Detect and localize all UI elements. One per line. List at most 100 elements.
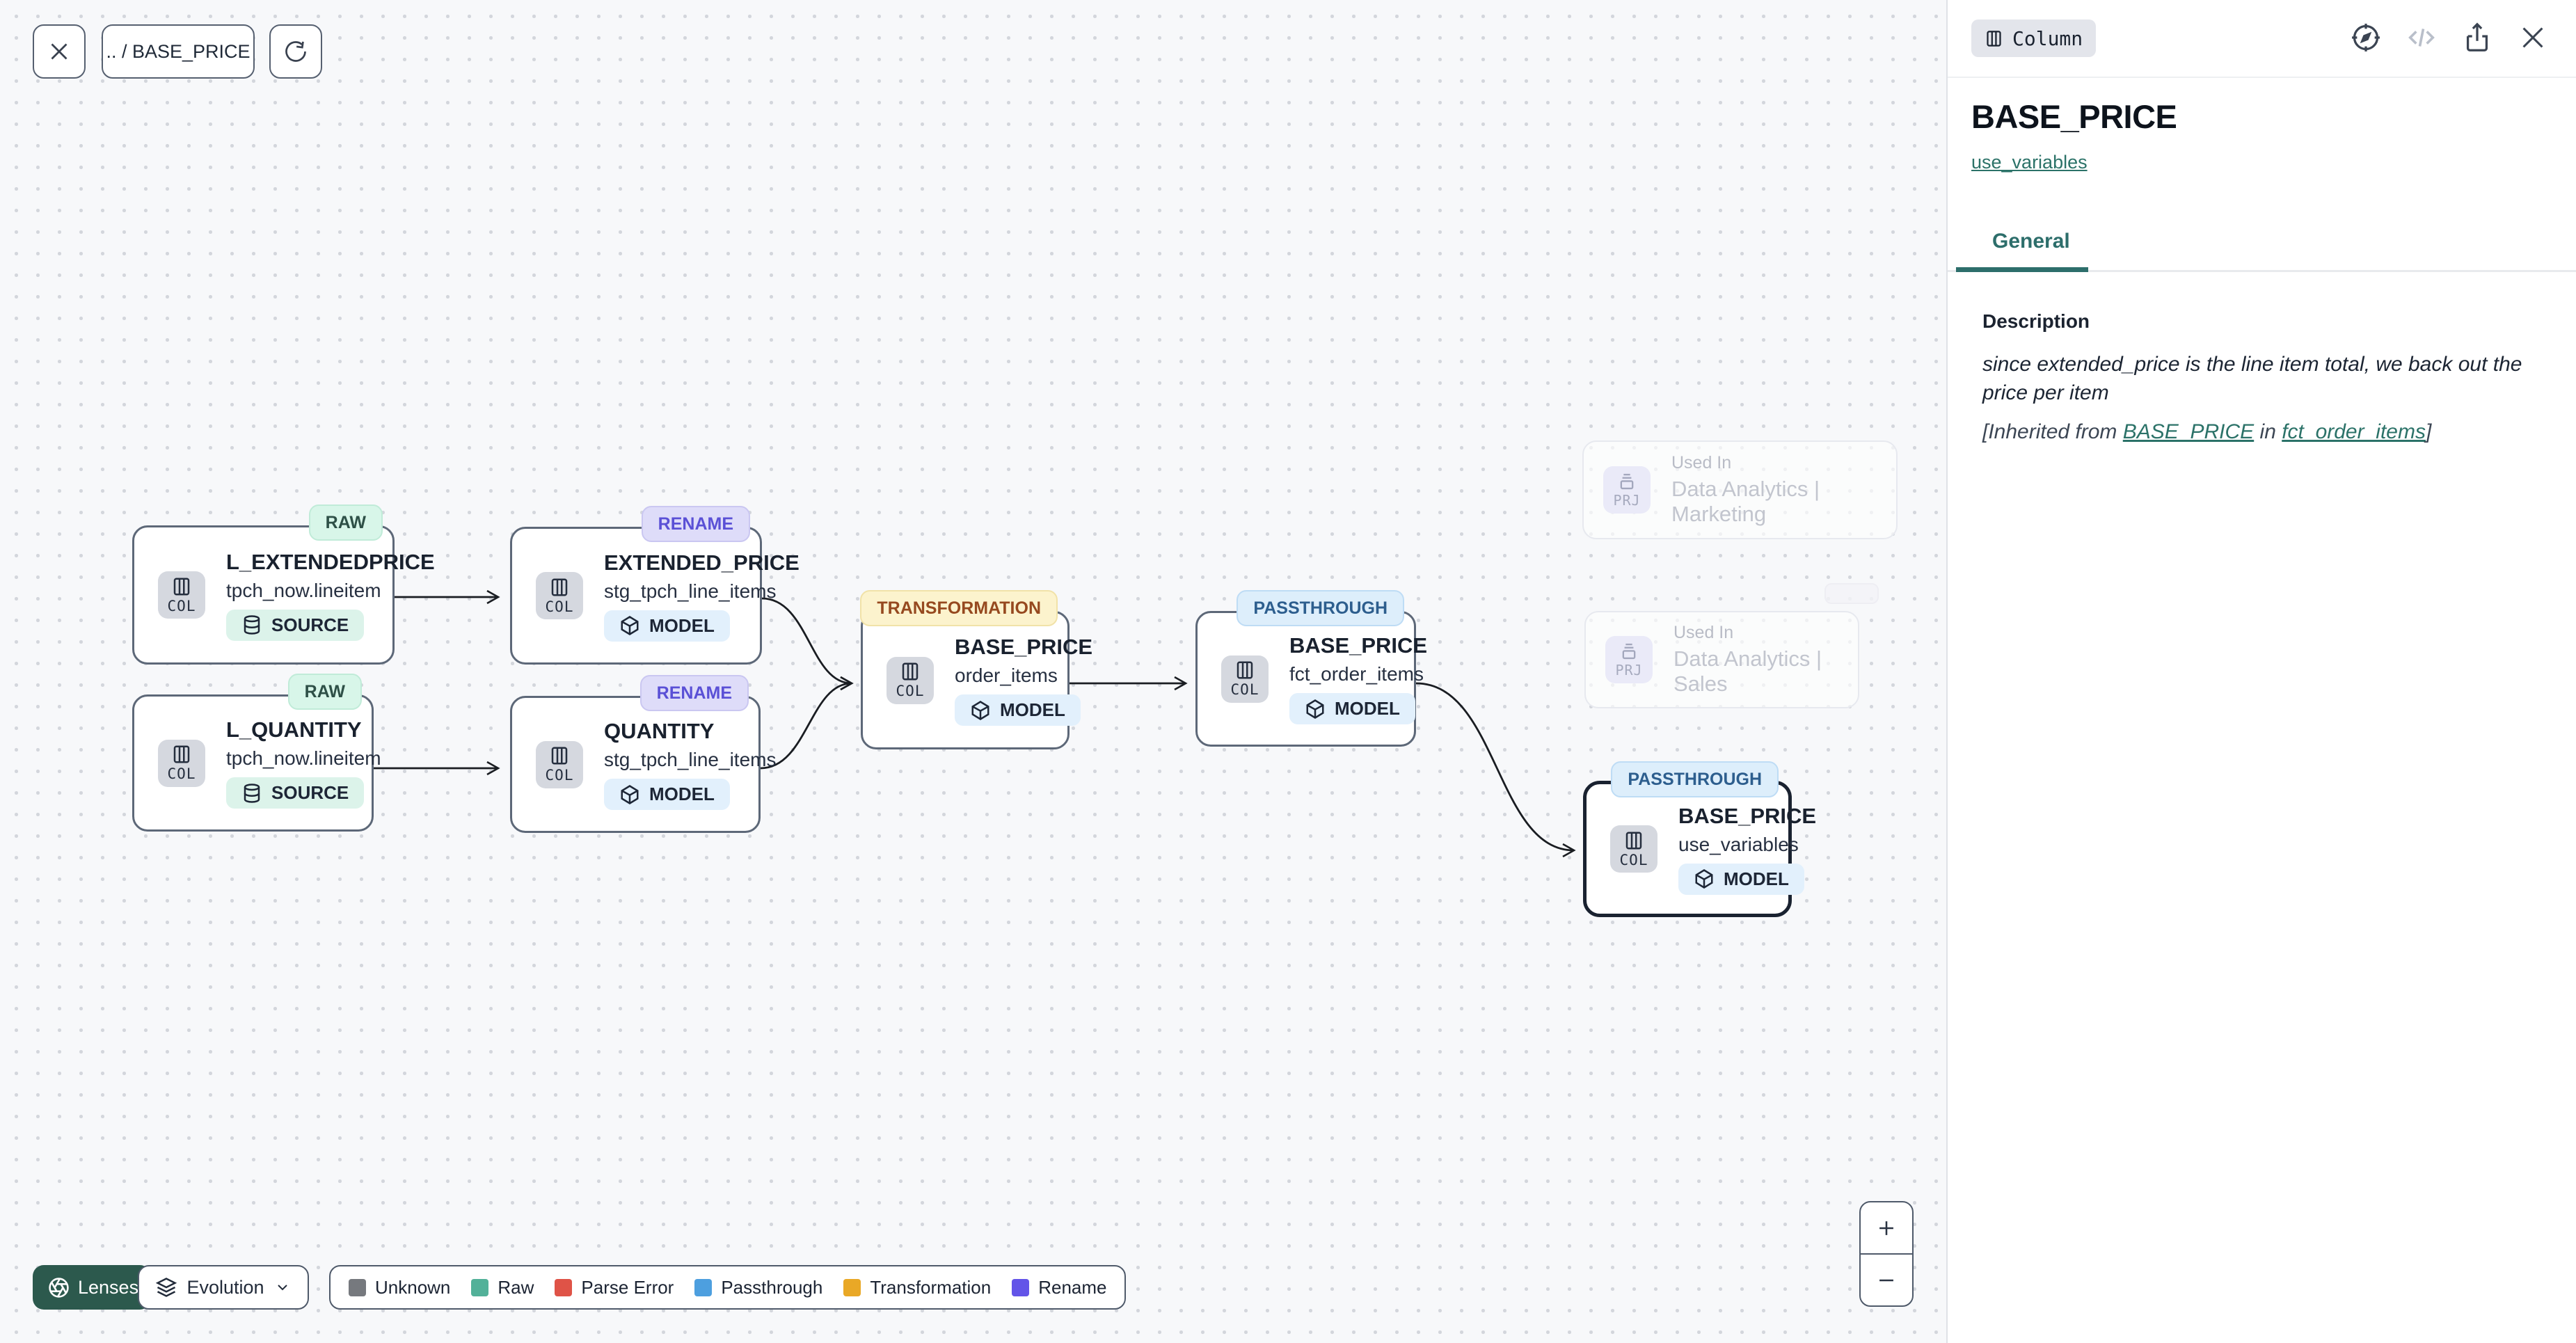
legend-swatch [555, 1278, 573, 1296]
close-icon [2522, 27, 2543, 48]
node-l-extendedprice[interactable]: RAW COL L_EXTENDEDPRICE tpch_now.lineite… [132, 504, 435, 665]
legend-item: Transformation [843, 1277, 991, 1298]
lineage-edges [374, 589, 1576, 858]
node-l-quantity[interactable]: RAW COL L_QUANTITY tpch_now.lineitem SOU… [132, 674, 381, 832]
node-base-price-fct-order-items[interactable]: PASSTHROUGH COL BASE_PRICE fct_order_ite… [1195, 590, 1427, 747]
node-title: L_QUANTITY [226, 717, 362, 742]
close-graph-button[interactable] [33, 24, 86, 79]
node-quantity[interactable]: RENAME COL QUANTITY stg_tpch_line_items … [510, 675, 776, 833]
refresh-button[interactable] [269, 24, 322, 79]
tab-general[interactable]: General [1992, 230, 2070, 253]
database-icon [244, 783, 260, 803]
project-chip: PRJ [1603, 466, 1651, 514]
node-title: EXTENDED_PRICE [604, 550, 800, 575]
evolution-legend: Unknown Raw Parse Error Passthrough Tran… [329, 1265, 1127, 1310]
details-panel: Column BASE_PRICE use_variables General [1946, 0, 2576, 1343]
inherited-column-link[interactable]: BASE_PRICE [2122, 420, 2255, 443]
close-panel-button[interactable] [2516, 21, 2550, 54]
column-title: BASE_PRICE [1971, 98, 2177, 135]
evolution-badge: RAW [287, 674, 362, 710]
kind-badge-model: MODEL [1678, 863, 1804, 895]
inherited-model-link[interactable]: fct_order_items [2282, 420, 2426, 443]
aperture-icon [49, 1277, 69, 1298]
used-in-sales[interactable]: PRJ Used In Data Analytics | Sales [1584, 611, 1859, 708]
node-title: QUANTITY [604, 719, 715, 743]
kind-badge-model: MODEL [604, 610, 730, 642]
node-base-price-order-items[interactable]: TRANSFORMATION COL BASE_PRICE order_item… [860, 590, 1092, 749]
kind-badge-model: MODEL [604, 779, 730, 810]
legend-item: Rename [1012, 1277, 1106, 1298]
lineage-canvas[interactable]: RAW COL L_EXTENDEDPRICE tpch_now.lineite… [0, 0, 1946, 1343]
evolution-badge: RENAME [641, 506, 750, 542]
tab-divider [1948, 270, 2576, 272]
cube-icon [1695, 869, 1713, 889]
node-title: BASE_PRICE [955, 635, 1093, 659]
plus-icon [1879, 1221, 1893, 1235]
used-in-label: Used In [1673, 623, 1734, 642]
code-button[interactable] [2405, 21, 2438, 54]
legend-item: Parse Error [555, 1277, 674, 1298]
node-subtitle: fct_order_items [1289, 663, 1424, 685]
kind-badge-source: SOURCE [226, 609, 365, 641]
code-icon [2408, 29, 2435, 47]
columns-icon [551, 578, 568, 596]
legend-swatch [843, 1278, 861, 1296]
database-icon [244, 615, 260, 635]
column-type-chip: COL [158, 571, 205, 619]
node-extended-price[interactable]: RENAME COL EXTENDED_PRICE stg_tpch_line_… [510, 506, 800, 665]
node-base-price-use-variables[interactable]: PASSTHROUGH COL BASE_PRICE use_variables… [1583, 761, 1816, 917]
column-type-chip: COL [1221, 655, 1269, 703]
kind-badge-model: MODEL [1289, 693, 1415, 724]
description-body: since extended_price is the line item to… [1982, 353, 2522, 404]
node-subtitle: stg_tpch_line_items [604, 580, 777, 602]
compass-icon [2352, 24, 2380, 51]
node-subtitle: use_variables [1678, 833, 1799, 855]
cube-icon [971, 700, 989, 720]
cube-icon [621, 784, 639, 804]
node-subtitle: tpch_now.lineitem [226, 579, 381, 601]
used-in-marketing[interactable]: PRJ Used In Data Analytics | Marketing [1582, 440, 1898, 539]
columns-icon [1625, 832, 1642, 849]
legend-swatch [471, 1278, 489, 1296]
zoom-controls [1859, 1201, 1914, 1307]
cube-icon [621, 616, 639, 635]
node-subtitle: tpch_now.lineitem [226, 747, 381, 769]
share-icon [2466, 22, 2488, 51]
evolution-badge: PASSTHROUGH [1237, 590, 1404, 626]
explore-button[interactable] [2349, 21, 2383, 54]
column-type-chip: COL [887, 656, 934, 704]
column-type-chip: COL [158, 739, 205, 787]
legend-item: Raw [471, 1277, 534, 1298]
breadcrumb[interactable]: .. / BASE_PRICE [102, 24, 255, 79]
model-link[interactable]: use_variables [1971, 152, 2088, 173]
columns-icon [173, 578, 190, 595]
kind-badge-model: MODEL [955, 694, 1081, 726]
used-in-name: Data Analytics | Sales [1673, 646, 1822, 696]
active-tab-indicator [1956, 267, 2088, 272]
legend-swatch [1012, 1278, 1030, 1296]
project-chip: PRJ [1605, 636, 1653, 683]
column-type-chip: COL [536, 740, 583, 788]
node-title: BASE_PRICE [1678, 803, 1817, 828]
zoom-in-button[interactable] [1861, 1202, 1912, 1255]
description-inherited: [Inherited from BASE_PRICE in fct_order_… [1982, 420, 2432, 443]
column-type-chip: COL [1610, 825, 1657, 873]
faded-badge [1824, 583, 1879, 604]
share-button[interactable] [2460, 21, 2494, 54]
columns-icon [1987, 30, 2001, 47]
description-heading: Description [1982, 310, 2090, 332]
chevron-down-icon [277, 1285, 287, 1291]
used-in-name: Data Analytics | Marketing [1671, 477, 1820, 526]
lenses-button[interactable]: Lenses [33, 1265, 151, 1310]
lens-mode-dropdown[interactable]: Evolution [138, 1265, 309, 1310]
columns-icon [173, 745, 190, 763]
layers-icon [156, 1278, 177, 1297]
legend-item: Unknown [349, 1277, 450, 1298]
legend-swatch [694, 1278, 713, 1296]
kind-badge-source: SOURCE [226, 777, 365, 809]
cube-icon [1306, 699, 1324, 719]
entity-type-badge: Column [1971, 19, 2097, 57]
zoom-out-button[interactable] [1861, 1255, 1912, 1305]
archive-icon [1622, 643, 1636, 659]
